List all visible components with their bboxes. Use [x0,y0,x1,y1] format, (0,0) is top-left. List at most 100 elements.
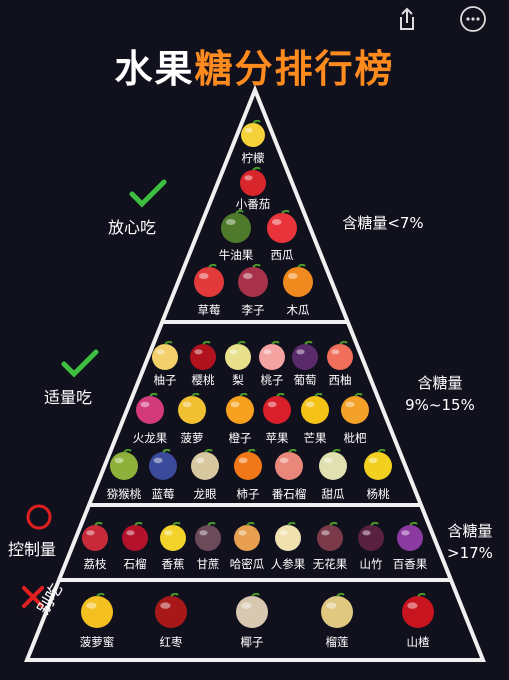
fruit-label: 苹果 [265,431,289,445]
fruit-label: 枇杷 [343,431,367,445]
fruit-icon [225,341,251,370]
fruit-label: 百香果 [392,557,428,571]
fruit-label: 芒果 [303,431,327,445]
sugar-label-medium-title: 含糖量 [417,374,463,392]
fruit-label: 猕猴桃 [106,487,142,501]
fruit-icon [178,393,206,424]
fruit-icon [241,120,265,147]
sugar-label-low: 含糖量<7% [342,214,424,232]
fruit-icon [136,393,164,424]
fruit-icon [283,264,313,297]
fruit-icon [221,210,251,243]
fruit-label: 梨 [232,373,244,387]
sugar-label-high-range: >17% [447,544,493,562]
fruit-icon [321,593,353,628]
fruit-label: 龙眼 [193,487,217,501]
fruit-label: 人参果 [270,557,306,571]
fruit-icon [259,341,285,370]
fruit-icon [341,393,369,424]
check-icon [61,349,99,378]
category-label: 适量吃 [44,388,93,407]
title-part-1: 水果 [114,47,195,91]
fruit-icon [122,522,148,551]
fruit-icon [82,522,108,551]
fruit-label: 甜瓜 [321,487,345,501]
fruit-icon [152,341,178,370]
fruit-label: 哈密瓜 [229,557,265,571]
fruit-icon [234,449,262,480]
page-title: 水果糖分排行榜 [0,38,509,93]
fruit-label: 无花果 [312,557,348,571]
fruit-icon [301,393,329,424]
fruit-label: 番石榴 [271,487,307,501]
pyramid-outline [24,84,486,662]
fruit-label: 草莓 [197,303,221,317]
fruit-label: 李子 [241,303,265,317]
fruit-icon [275,449,303,480]
fruit-icon [267,210,297,243]
fruit-icon [81,593,113,628]
fruit-label: 木瓜 [286,303,310,317]
fruit-label: 柚子 [153,373,177,387]
fruit-icon [155,593,187,628]
share-button[interactable] [392,4,422,34]
sugar-label-medium-range: 9%~15% [405,396,475,414]
share-icon [400,7,414,30]
fruit-label: 桃子 [260,373,284,387]
fruit-label: 石榴 [123,557,147,571]
fruit-icon [190,341,216,370]
fruit-icon [275,522,301,551]
fruit-icon [317,522,343,551]
circle-icon [26,504,52,530]
fruit-icon [110,449,138,480]
fruit-label: 小番茄 [235,197,271,211]
fruit-label: 橙子 [228,431,252,445]
fruit-label: 柠檬 [241,151,265,165]
fruit-icon [402,593,434,628]
fruit-icon [397,522,423,551]
fruit-label: 椰子 [240,635,264,649]
fruit-icon [195,522,221,551]
fruit-icon [236,593,268,628]
fruit-label: 牛油果 [218,248,254,262]
fruit-label: 荔枝 [83,557,107,571]
fruit-label: 菠萝 [180,431,204,445]
fruit-label: 山楂 [406,635,430,649]
fruit-icon [240,167,266,196]
more-icon [460,6,486,32]
category-label: 放心吃 [108,218,157,237]
fruit-icon [327,341,353,370]
fruit-label: 西瓜 [270,248,294,262]
fruit-icon [263,393,291,424]
fruit-label: 柿子 [236,487,260,501]
fruit-icon [234,522,260,551]
fruit-label: 葡萄 [293,373,317,387]
fruit-icon [358,522,384,551]
fruit-label: 西柚 [328,373,352,387]
sugar-label-high-title: 含糖量 [447,522,493,540]
fruit-icon [364,449,392,480]
fruit-label: 甘蔗 [196,557,220,571]
fruit-label: 红枣 [159,635,183,649]
fruit-label: 樱桃 [191,373,215,387]
fruit-label: 火龙果 [132,431,168,445]
fruit-icon [194,264,224,297]
fruit-icon [191,449,219,480]
fruit-label: 山竹 [359,557,383,571]
fruit-icon [160,522,186,551]
fruit-label: 杨桃 [366,487,390,501]
fruit-label: 香蕉 [161,557,185,571]
fruit-label: 蓝莓 [151,487,175,501]
category-label: 控制量 [8,540,57,559]
fruit-label: 榴莲 [325,635,349,649]
fruit-icon [319,449,347,480]
fruit-icon [226,393,254,424]
fruit-label: 菠萝蜜 [79,635,115,649]
title-part-2: 糖分排行榜 [194,47,395,91]
more-button[interactable] [458,4,488,34]
fruit-icon [149,449,177,480]
fruit-icon [238,264,268,297]
fruit-icon [292,341,318,370]
